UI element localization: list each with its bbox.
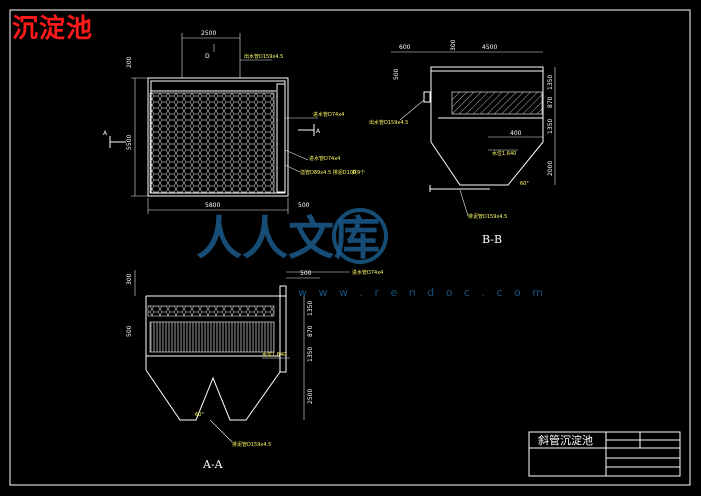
- section-marker-a-left: A: [103, 130, 108, 137]
- bb-tube-settler: [451, 91, 543, 115]
- watermark: 人人文库 w w w . r e n d o c . c o m: [196, 208, 547, 299]
- plan-outer-wall: [147, 77, 289, 197]
- bb-dim-top-left: 600: [399, 44, 411, 51]
- title-block-name: 斜管沉淀池: [538, 433, 593, 447]
- bb-dim-mid: 400: [510, 130, 522, 137]
- plan-label-right-pipe1: 进水管D74x4: [313, 111, 344, 118]
- bb-dim-r1: 1350: [547, 75, 554, 90]
- svg-text:D: D: [205, 53, 210, 60]
- aa-dim-left: 500: [126, 325, 133, 337]
- plan-dim-bottom: 5800: [205, 202, 220, 209]
- aa-label-sludge-pipe: 排泥管D159x4.5: [232, 441, 271, 448]
- plan-label-right-pipe2: 进水管D74x4: [309, 155, 340, 162]
- plan-dim-left: 5500: [126, 135, 133, 150]
- plan-view: 2500 D 200 5500 5800 500 A A 出水管D159x4.5…: [103, 30, 365, 214]
- aa-collector-strip: [147, 305, 275, 317]
- bb-dim-top-right: 4500: [482, 44, 497, 51]
- section-aa: 300 500 500 1350 870 1350 2500 进水管D74x4 …: [126, 269, 383, 471]
- drawing-border: [9, 9, 691, 486]
- aa-label-level: 水位1.640: [262, 351, 286, 358]
- watermark-text: 人人文库: [196, 211, 380, 265]
- plan-label-top-pipe: 出水管D159x4.5: [244, 53, 283, 60]
- aa-label-angle: 60°: [195, 412, 204, 418]
- aa-label-in-pipe: 进水管D74x4: [352, 269, 383, 276]
- section-label-aa: A-A: [202, 458, 224, 471]
- aa-dim-top-left: 300: [126, 273, 133, 285]
- bb-label-level: 水位1.640: [492, 150, 516, 157]
- title-block: 斜管沉淀池: [528, 431, 681, 477]
- aa-tube-settler: [149, 321, 275, 353]
- plan-dim-top: 2500: [201, 30, 216, 37]
- bb-label-angle: 60°: [520, 181, 529, 187]
- aa-dim-top-right: 500: [300, 270, 312, 277]
- plan-dim-right-bottom: 500: [298, 202, 310, 209]
- plan-dim-left-top: 200: [126, 56, 133, 68]
- bb-dim-left-small: 500: [393, 68, 400, 80]
- aa-dim-r2: 870: [307, 325, 314, 337]
- plan-tube-settler: [149, 92, 275, 194]
- bb-dim-r2: 870: [547, 96, 554, 108]
- bb-dim-r4: 2000: [547, 161, 554, 176]
- aa-dim-r4: 2500: [307, 389, 314, 404]
- bb-label-out-pipe: 出水管D159x4.5: [369, 119, 408, 126]
- section-marker-a-right: A: [316, 128, 321, 135]
- section-bb: 600 300 4500 1350 870 1350 2000 500 400 …: [369, 39, 556, 246]
- aa-dim-r1: 1350: [307, 301, 314, 316]
- bb-dim-r3: 1350: [547, 119, 554, 134]
- plan-label-right-pipe3-extra: 共9个: [352, 169, 365, 176]
- aa-dim-r3: 1350: [307, 347, 314, 362]
- watermark-url: w w w . r e n d o c . c o m: [298, 286, 547, 299]
- bb-label-sludge-pipe: 排泥管D159x4.5: [468, 213, 507, 220]
- plan-inlet-channel: [276, 83, 286, 193]
- plan-label-right-pipe3: 溢管D89x4.5 排泥D100: [300, 169, 356, 176]
- bb-dim-top-mid: 300: [450, 39, 457, 51]
- drawing-title: 沉淀池: [12, 14, 94, 44]
- section-label-bb: B-B: [482, 233, 502, 246]
